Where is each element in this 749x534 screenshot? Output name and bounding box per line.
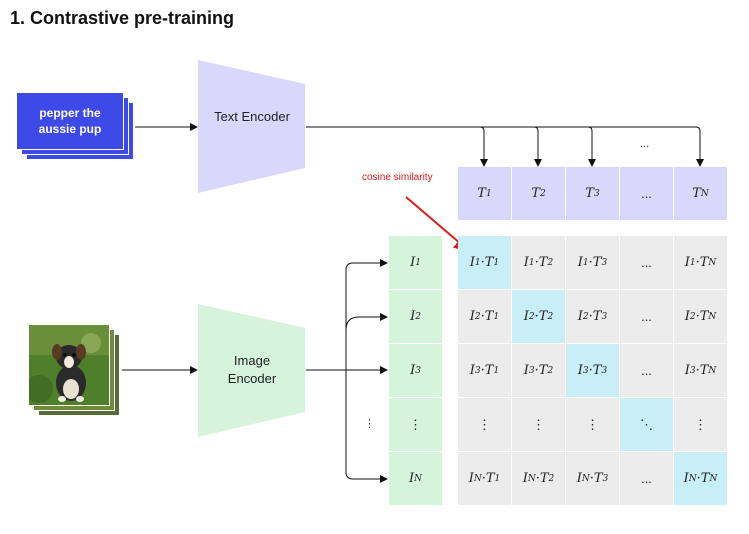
image-encoder-shape bbox=[198, 304, 305, 437]
cosine-similarity-label: cosine similarity bbox=[362, 172, 433, 183]
top-ellipsis: ... bbox=[640, 138, 650, 150]
text-encoder-label: Text Encoder bbox=[214, 109, 290, 124]
text-encoder-shape bbox=[198, 60, 305, 193]
similarity-cell-1-4: ... bbox=[620, 236, 673, 289]
text-branch-3 bbox=[587, 126, 596, 167]
similarity-cell-4-4: ⋱ bbox=[620, 398, 673, 451]
text-input-label: pepper the aussie pup bbox=[38, 106, 102, 136]
similarity-cell-5-4: ... bbox=[620, 452, 673, 505]
text-output-bus bbox=[306, 126, 704, 167]
image-feature-4: ⋮ bbox=[389, 398, 442, 451]
text-branch-1 bbox=[479, 126, 488, 167]
text-feature-4: ... bbox=[620, 167, 673, 220]
similarity-cell-2-4: ... bbox=[620, 290, 673, 343]
row-ellipsis: ⋮ bbox=[364, 418, 375, 430]
dog-photo bbox=[25, 324, 110, 406]
cosine-arrow bbox=[405, 196, 471, 252]
text-input-card: pepper the aussie pup bbox=[16, 92, 124, 150]
page-title: 1. Contrastive pre-training bbox=[10, 8, 235, 28]
similarity-cell-4-5: ⋮ bbox=[674, 398, 727, 451]
image-branch-n bbox=[345, 370, 388, 483]
dog-photo-image bbox=[25, 325, 109, 405]
image-branch-1 bbox=[345, 259, 388, 370]
similarity-cell-4-2: ⋮ bbox=[512, 398, 565, 451]
similarity-cell-4-1: ⋮ bbox=[458, 398, 511, 451]
text-branch-2 bbox=[533, 126, 542, 167]
image-branch-2 bbox=[345, 313, 388, 331]
image-encoder-label: Image Encoder bbox=[227, 353, 277, 386]
similarity-cell-3-4: ... bbox=[620, 344, 673, 397]
similarity-cell-4-3: ⋮ bbox=[566, 398, 619, 451]
